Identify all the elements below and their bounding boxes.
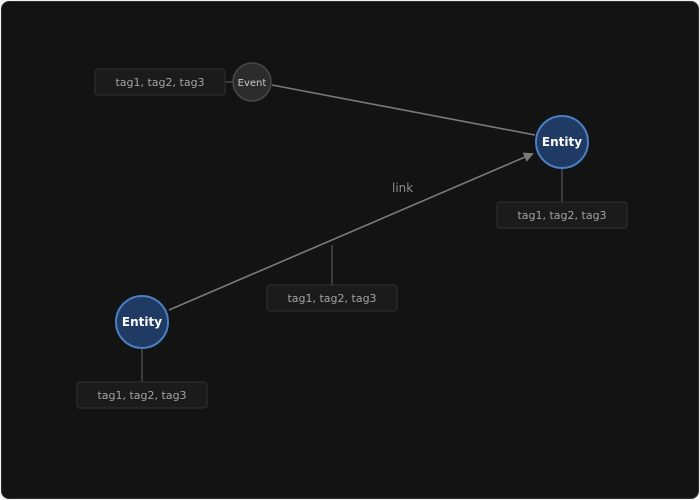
edge-event-to-entity[interactable] [271,84,536,136]
entity-top-right-tag-text: tag1, tag2, tag3 [517,209,606,222]
event-node[interactable]: Event [232,62,272,102]
entity-bottom-left-tag-box[interactable]: tag1, tag2, tag3 [76,381,208,409]
edge-label-link: link [392,181,413,195]
event-tag-box[interactable]: tag1, tag2, tag3 [94,68,226,96]
entity-node-top-right[interactable]: Entity [535,115,589,169]
entity-bottom-left-tag-text: tag1, tag2, tag3 [97,389,186,402]
event-tag-text: tag1, tag2, tag3 [115,76,204,89]
entity-top-right-label: Entity [542,135,582,149]
event-node-label: Event [238,78,267,89]
entity-bottom-left-label: Entity [122,315,162,329]
entity-top-right-tag-box[interactable]: tag1, tag2, tag3 [496,201,628,229]
edge-tag-text: tag1, tag2, tag3 [287,292,376,305]
entity-node-bottom-left[interactable]: Entity [115,295,169,349]
edge-entity-to-entity[interactable] [168,152,534,311]
edge-tag-box[interactable]: tag1, tag2, tag3 [266,284,398,312]
